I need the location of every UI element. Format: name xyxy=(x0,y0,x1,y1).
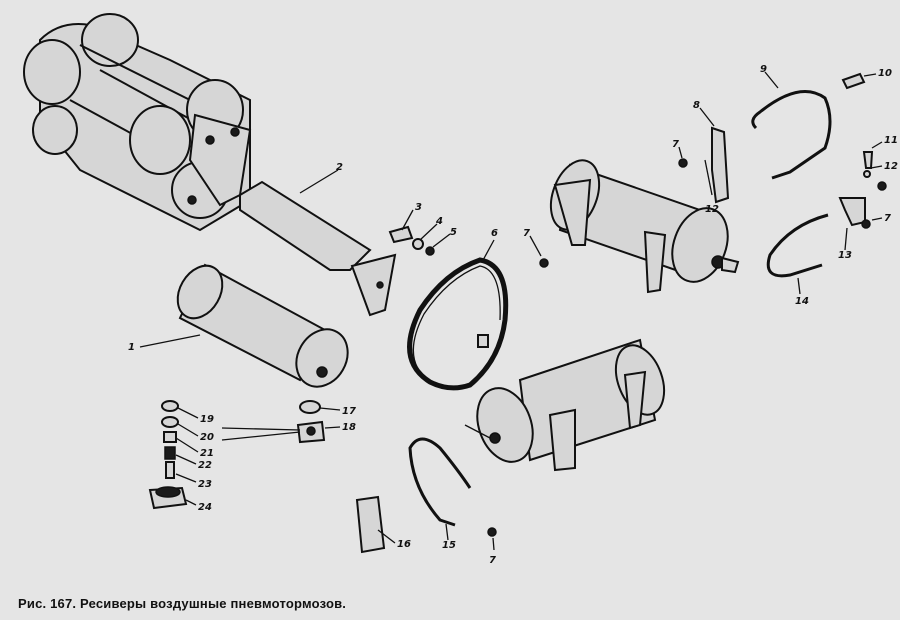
label-24: 24 xyxy=(198,502,212,513)
part-2-strap: 2 xyxy=(239,162,397,317)
label-7-bottom: 7 xyxy=(489,555,496,566)
exploded-view-diagram: 2 3 4 5 1 6 7 xyxy=(23,13,898,566)
part-14-u-bolt: 14 xyxy=(766,213,829,307)
receiver-top-right xyxy=(549,159,740,294)
label-19: 19 xyxy=(200,414,214,425)
part-6-strap-loop: 6 xyxy=(407,228,509,391)
label-6: 6 xyxy=(491,228,498,239)
label-3: 3 xyxy=(415,202,422,213)
label-2: 2 xyxy=(336,162,343,173)
receiver-assembly-top-left xyxy=(23,13,252,232)
parts-19-to-24: 19 20 21 22 23 24 xyxy=(148,400,214,513)
part-7-nut-center: 7 xyxy=(523,228,549,268)
label-7-right: 7 xyxy=(884,213,891,224)
label-12-right: 12 xyxy=(884,161,898,172)
part-8-bracket: 8 12 7 xyxy=(672,100,730,215)
part-10-bolt: 10 xyxy=(841,68,892,90)
part-9-u-bolt: 9 xyxy=(751,64,832,180)
figure-caption: Рис. 167. Ресиверы воздушные пневмотормо… xyxy=(18,596,347,611)
label-5: 5 xyxy=(450,227,457,238)
part-1-receiver: 1 xyxy=(128,263,349,388)
label-18: 18 xyxy=(342,422,356,433)
label-16: 16 xyxy=(397,539,411,550)
parts-3-4-5: 3 4 5 xyxy=(388,202,457,256)
label-15: 15 xyxy=(442,540,456,551)
label-1: 1 xyxy=(128,342,135,353)
label-21: 21 xyxy=(200,448,214,459)
label-13: 13 xyxy=(838,250,852,261)
label-22: 22 xyxy=(198,460,212,471)
parts-11-12: 11 12 xyxy=(862,135,898,191)
label-4: 4 xyxy=(435,216,443,227)
label-12-top: 12 xyxy=(705,204,719,215)
label-7-center: 7 xyxy=(523,228,530,239)
label-20: 20 xyxy=(200,432,214,443)
label-9: 9 xyxy=(760,64,767,75)
label-10: 10 xyxy=(878,68,892,79)
label-14: 14 xyxy=(795,296,809,307)
label-11: 11 xyxy=(884,135,898,146)
receiver-bottom-center xyxy=(464,338,666,472)
label-8: 8 xyxy=(693,100,700,111)
part-13-bracket: 13 7 xyxy=(838,197,891,261)
label-23: 23 xyxy=(198,479,212,490)
label-7-top: 7 xyxy=(672,139,679,150)
label-17: 17 xyxy=(342,406,356,417)
parts-17-18: 17 18 xyxy=(221,400,356,444)
part-15-pipe: 15 7 xyxy=(408,437,497,566)
part-16-pad: 16 xyxy=(355,495,411,554)
